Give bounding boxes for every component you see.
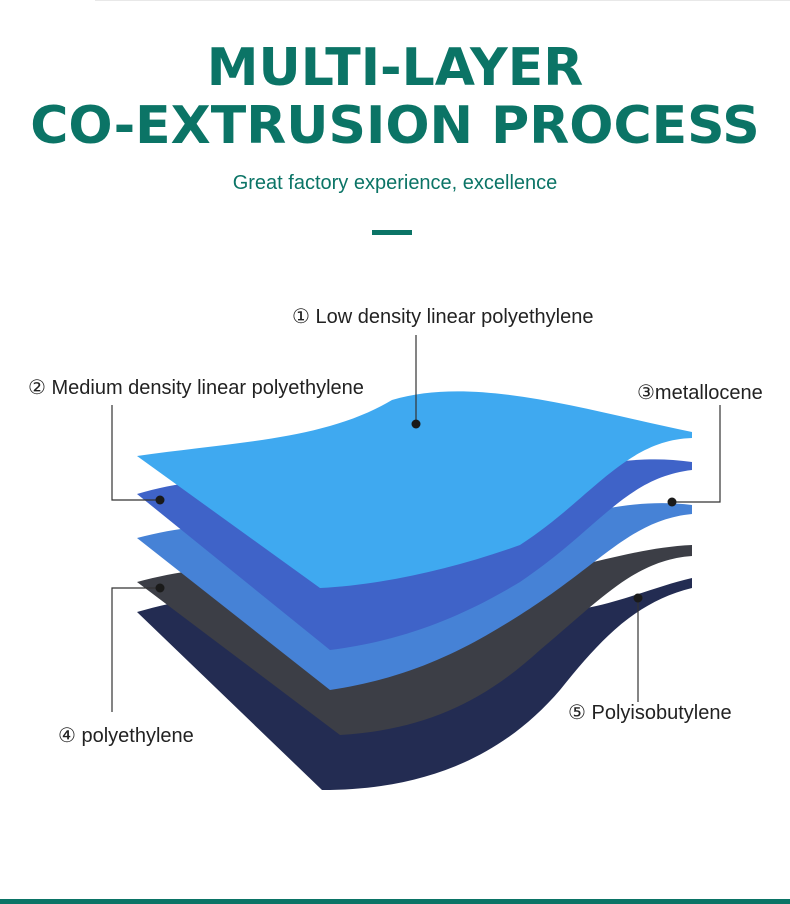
layer-2-label: ② Medium density linear polyethylene [28, 377, 364, 399]
leader-line-2 [111, 405, 160, 501]
layer-1-sheet [137, 391, 692, 588]
top-divider [95, 0, 790, 1]
leader-line-4 [111, 587, 160, 712]
leader-dot-4 [155, 583, 165, 593]
page-title-line-1: MULTI-LAYER [206, 38, 584, 98]
layer-5-label: ⑤ Polyisobutylene [568, 702, 732, 724]
page-subtitle: Great factory experience, excellence [232, 172, 558, 194]
title-accent-bar [372, 230, 412, 235]
leader-dot-1 [411, 419, 421, 429]
leader-dot-3 [667, 497, 677, 507]
page-title-line-2: CO-EXTRUSION PROCESS [30, 96, 760, 156]
leader-dot-5 [633, 593, 643, 603]
leader-line-3 [672, 405, 721, 503]
layer-4-label: ④ polyethylene [58, 725, 194, 747]
leader-dot-2 [155, 495, 165, 505]
layer-3-label: ③metallocene [637, 382, 763, 404]
bottom-divider [0, 899, 790, 904]
layer-1-label: ① Low density linear polyethylene [292, 306, 593, 328]
